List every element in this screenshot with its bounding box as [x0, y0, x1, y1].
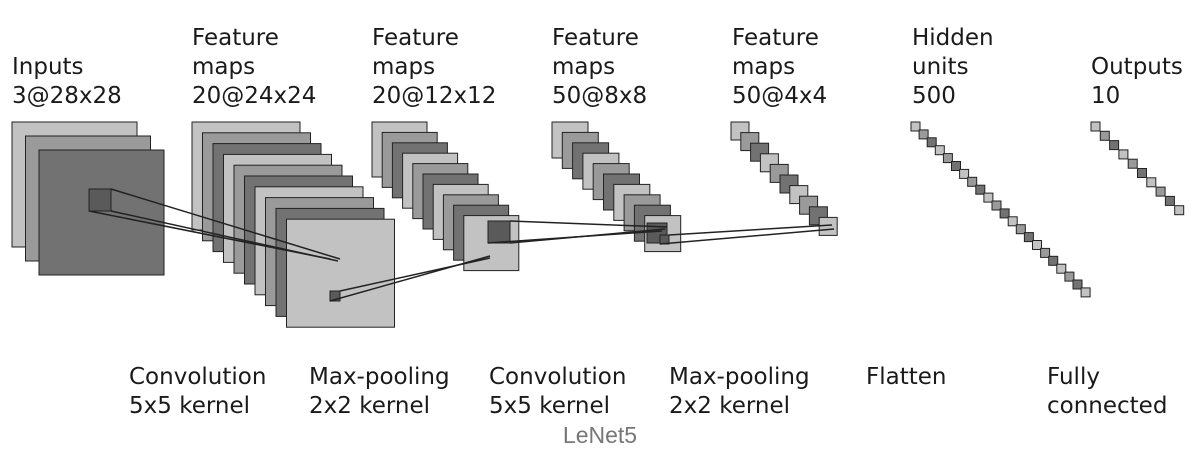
hidden-unit: [1056, 263, 1067, 274]
conv1-output-point: [329, 290, 341, 302]
hidden-unit: [1007, 216, 1018, 227]
op-label-flatten: Flatten: [866, 364, 947, 390]
hidden-unit: [926, 137, 937, 148]
hidden-unit: [967, 176, 978, 187]
projection-line: [509, 220, 668, 228]
hidden-unit: [983, 192, 994, 203]
hidden-unit: [910, 121, 921, 132]
output-unit: [1127, 158, 1138, 169]
hidden-unit: [951, 161, 961, 171]
projection-line: [329, 255, 491, 302]
output-unit: [1099, 130, 1110, 141]
hidden-unit: [1015, 224, 1026, 235]
projection-line: [659, 228, 835, 245]
hidden-unit: [991, 200, 1002, 211]
hidden-unit: [1032, 240, 1042, 250]
pool1-kernel-patch: [487, 220, 511, 244]
output-unit: [1109, 140, 1120, 151]
projection-line: [509, 228, 666, 244]
projection-line: [110, 210, 339, 262]
hidden-unit: [1080, 287, 1091, 298]
hidden-unit: [1064, 271, 1075, 282]
hidden-unit: [918, 129, 929, 140]
hidden-unit: [934, 145, 945, 156]
projection-line: [668, 224, 833, 236]
diagram-caption: LeNet5: [562, 422, 638, 448]
output-unit: [1118, 149, 1129, 160]
hidden-unit: [1072, 279, 1083, 290]
hidden-unit: [959, 168, 970, 179]
output-unit: [1090, 121, 1101, 132]
output-unit: [1155, 186, 1166, 197]
input-feature-map: [38, 149, 165, 276]
pool2-feature-map: [818, 216, 838, 236]
conv1-feature-map: [286, 218, 395, 328]
hidden-unit: [975, 184, 986, 195]
hidden-unit: [999, 208, 1010, 219]
conv1-kernel-patch: [88, 188, 112, 212]
output-unit: [1137, 168, 1147, 178]
hidden-unit: [1040, 247, 1051, 258]
output-unit: [1174, 205, 1185, 216]
output-unit: [1146, 177, 1157, 188]
hidden-unit: [942, 153, 953, 164]
hidden-unit: [1023, 232, 1034, 243]
projection-line: [110, 188, 341, 260]
hidden-unit: [1048, 255, 1059, 266]
output-unit: [1164, 195, 1175, 206]
